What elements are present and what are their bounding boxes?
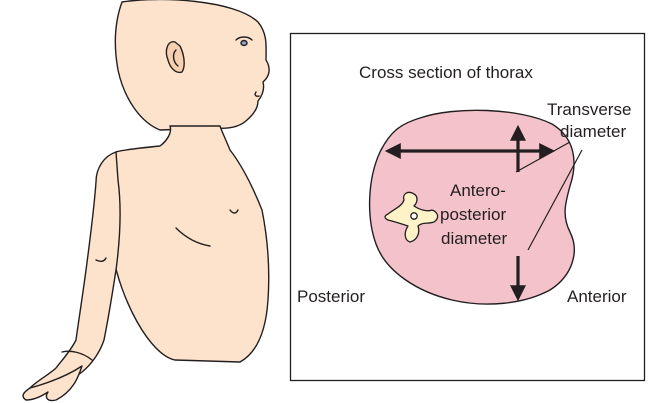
panel-title: Cross section of thorax [359, 63, 533, 82]
transverse-label-line2: diameter [560, 122, 626, 141]
anterior-label: Anterior [567, 287, 627, 306]
ap-label-line1: Antero- [450, 181, 506, 200]
infant-arm [30, 152, 120, 392]
ap-label-line2: posterior [440, 205, 506, 224]
transverse-label-line1: Transverse [547, 100, 631, 119]
ap-label-line3: diameter [441, 229, 507, 248]
posterior-label: Posterior [297, 287, 365, 306]
infant-illustration [23, 0, 269, 401]
infant-head [115, 0, 269, 130]
infant-torso [105, 126, 268, 362]
